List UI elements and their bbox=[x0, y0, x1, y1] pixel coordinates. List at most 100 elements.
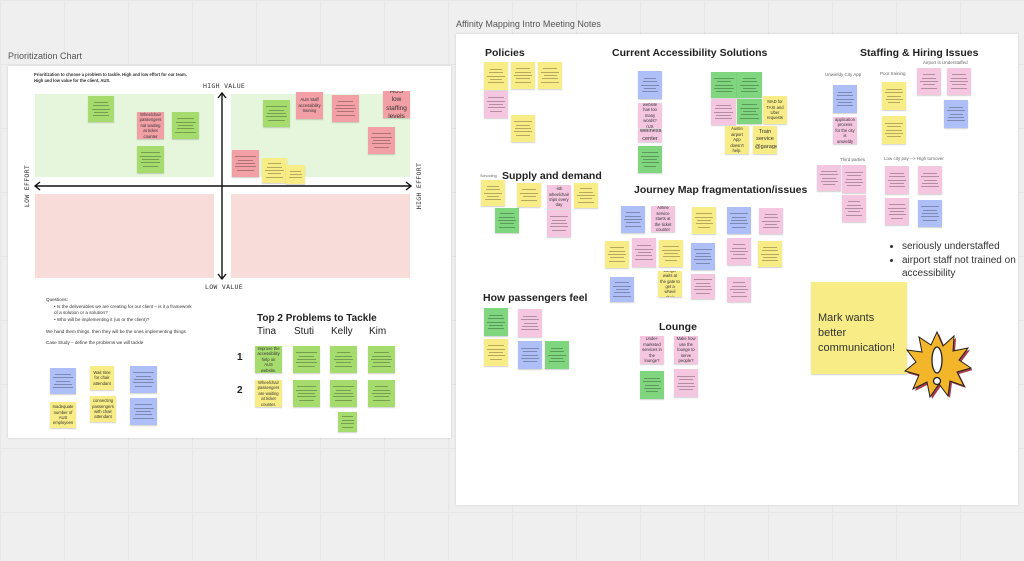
right-sticky-note[interactable] bbox=[759, 208, 783, 234]
left-sticky-note[interactable]: connecting passengers with chair attenda… bbox=[90, 396, 116, 422]
right-sticky-note[interactable] bbox=[511, 62, 535, 89]
label-city-app: Unwieldy City App bbox=[825, 72, 862, 77]
frame-title-prioritization: Prioritization Chart bbox=[8, 51, 83, 61]
label-airport-understaffed: Airport is Understaffed bbox=[923, 60, 968, 65]
right-sticky-note[interactable] bbox=[817, 165, 841, 191]
left-sticky-note[interactable] bbox=[50, 368, 76, 394]
left-sticky-note[interactable] bbox=[232, 150, 259, 177]
left-sticky-note[interactable] bbox=[286, 165, 305, 184]
right-sticky-note[interactable]: application process for the city is unwi… bbox=[833, 117, 857, 144]
right-sticky-note[interactable] bbox=[727, 207, 751, 234]
question-2: • Who will be implementing it (us or the… bbox=[54, 316, 150, 322]
right-sticky-note[interactable] bbox=[547, 210, 571, 237]
right-sticky-note[interactable] bbox=[518, 309, 542, 337]
left-sticky-note[interactable]: AUS low staffing levels bbox=[383, 91, 410, 118]
name-kelly: Kelly bbox=[331, 326, 353, 337]
left-sticky-note[interactable] bbox=[330, 380, 357, 407]
left-sticky-note[interactable] bbox=[368, 346, 395, 373]
left-sticky-note[interactable] bbox=[137, 146, 164, 173]
right-sticky-note[interactable] bbox=[484, 62, 508, 90]
left-sticky-note[interactable] bbox=[293, 380, 320, 407]
right-sticky-note[interactable] bbox=[882, 82, 906, 110]
right-sticky-note[interactable] bbox=[511, 115, 535, 142]
right-sticky-note[interactable]: Make how use the lounge to serve people? bbox=[674, 336, 698, 364]
right-sticky-note[interactable] bbox=[545, 341, 569, 369]
right-sticky-note[interactable] bbox=[605, 241, 629, 268]
right-sticky-note[interactable] bbox=[842, 195, 866, 222]
right-sticky-note[interactable] bbox=[917, 68, 941, 95]
left-sticky-note[interactable]: Improve the accessibility help on AUS we… bbox=[255, 346, 282, 373]
right-sticky-note[interactable] bbox=[638, 146, 662, 173]
right-sticky-note[interactable] bbox=[842, 165, 866, 193]
right-sticky-note[interactable]: Austin airport App doesn't help. bbox=[725, 126, 749, 154]
left-sticky-note[interactable] bbox=[172, 112, 199, 139]
right-sticky-note[interactable] bbox=[692, 207, 716, 234]
right-sticky-note[interactable] bbox=[481, 180, 505, 206]
right-sticky-note[interactable] bbox=[885, 198, 909, 225]
left-sticky-note[interactable]: Wait time for chair attendant bbox=[90, 366, 114, 390]
right-sticky-note[interactable] bbox=[574, 183, 598, 208]
left-sticky-note[interactable] bbox=[338, 412, 357, 432]
left-sticky-note[interactable]: Wheelchair passengers not waiting at tic… bbox=[137, 112, 164, 139]
axis-label-low-effort: LOW EFFORT bbox=[23, 164, 31, 208]
right-sticky-note[interactable] bbox=[659, 240, 683, 267]
left-sticky-note[interactable] bbox=[330, 346, 357, 373]
right-sticky-note[interactable]: AMA website has too many words? (UX writ… bbox=[638, 103, 662, 128]
right-sticky-note[interactable] bbox=[610, 277, 634, 302]
right-sticky-note[interactable] bbox=[727, 277, 751, 302]
right-sticky-note[interactable]: Train service @garage bbox=[753, 126, 777, 154]
left-sticky-note[interactable] bbox=[262, 158, 287, 183]
left-sticky-note[interactable] bbox=[130, 366, 157, 393]
right-sticky-note[interactable] bbox=[691, 243, 715, 270]
right-sticky-note[interactable] bbox=[621, 206, 645, 233]
left-sticky-note[interactable] bbox=[368, 127, 395, 154]
right-sticky-note[interactable] bbox=[495, 208, 519, 233]
right-sticky-note[interactable] bbox=[737, 72, 762, 98]
left-sticky-note[interactable] bbox=[263, 100, 290, 127]
axes-arrows bbox=[33, 91, 413, 281]
right-sticky-note[interactable] bbox=[711, 72, 737, 98]
left-sticky-note[interactable]: Inadequate number of AUS employees bbox=[50, 402, 76, 428]
right-sticky-note[interactable] bbox=[947, 68, 971, 95]
right-sticky-note[interactable] bbox=[918, 166, 942, 194]
right-sticky-note[interactable]: wellness center bbox=[638, 129, 662, 142]
right-sticky-note[interactable] bbox=[538, 62, 562, 89]
left-sticky-note[interactable]: Wheelchair passengers are waiting at tic… bbox=[255, 380, 282, 407]
right-sticky-note[interactable] bbox=[518, 341, 542, 369]
right-sticky-note[interactable] bbox=[517, 183, 541, 207]
right-sticky-note[interactable] bbox=[727, 238, 751, 265]
axis-label-high-value: HIGH VALUE bbox=[203, 82, 246, 90]
right-sticky-note[interactable] bbox=[484, 339, 508, 366]
left-sticky-note[interactable]: AUS Staff accessibility training bbox=[296, 92, 323, 119]
right-sticky-note[interactable] bbox=[758, 241, 782, 267]
left-sticky-note[interactable] bbox=[293, 346, 320, 373]
right-sticky-note[interactable] bbox=[918, 200, 942, 227]
right-sticky-note[interactable] bbox=[882, 116, 906, 144]
right-sticky-note[interactable] bbox=[640, 371, 664, 399]
right-sticky-note[interactable] bbox=[691, 274, 715, 299]
right-sticky-note[interactable]: Longer waits at the gate to get a wheel … bbox=[658, 271, 682, 297]
left-sticky-note[interactable] bbox=[88, 96, 114, 122]
right-sticky-note[interactable] bbox=[484, 91, 508, 118]
row-number-2: 2 bbox=[237, 385, 243, 396]
right-sticky-note[interactable] bbox=[711, 99, 736, 125]
right-sticky-note[interactable]: Airline service starts at the ticket cou… bbox=[651, 206, 675, 232]
heading-staffing: Staffing & Hiring Issues bbox=[860, 47, 979, 59]
name-kim: Kim bbox=[369, 326, 387, 337]
right-sticky-note[interactable] bbox=[737, 99, 762, 124]
callout-sticky-note[interactable]: Mark wants better communication! bbox=[811, 282, 907, 374]
right-sticky-note[interactable] bbox=[484, 308, 508, 336]
axis-label-low-value: LOW VALUE bbox=[205, 283, 243, 291]
right-sticky-note[interactable] bbox=[638, 71, 662, 99]
left-sticky-note[interactable] bbox=[332, 95, 359, 122]
right-sticky-note[interactable] bbox=[885, 166, 909, 194]
right-sticky-note[interactable]: MAD for TAXI and Uber requests bbox=[763, 96, 787, 124]
left-sticky-note[interactable] bbox=[368, 380, 395, 407]
right-sticky-note[interactable] bbox=[632, 238, 656, 267]
right-sticky-note[interactable] bbox=[674, 369, 698, 397]
right-sticky-note[interactable]: Under-marketed services in the lounge? bbox=[640, 336, 664, 364]
right-sticky-note[interactable]: -ish wheelchair trips every day bbox=[547, 185, 571, 209]
left-sticky-note[interactable] bbox=[130, 398, 157, 425]
right-sticky-note[interactable] bbox=[944, 100, 968, 128]
right-sticky-note[interactable] bbox=[833, 85, 857, 113]
